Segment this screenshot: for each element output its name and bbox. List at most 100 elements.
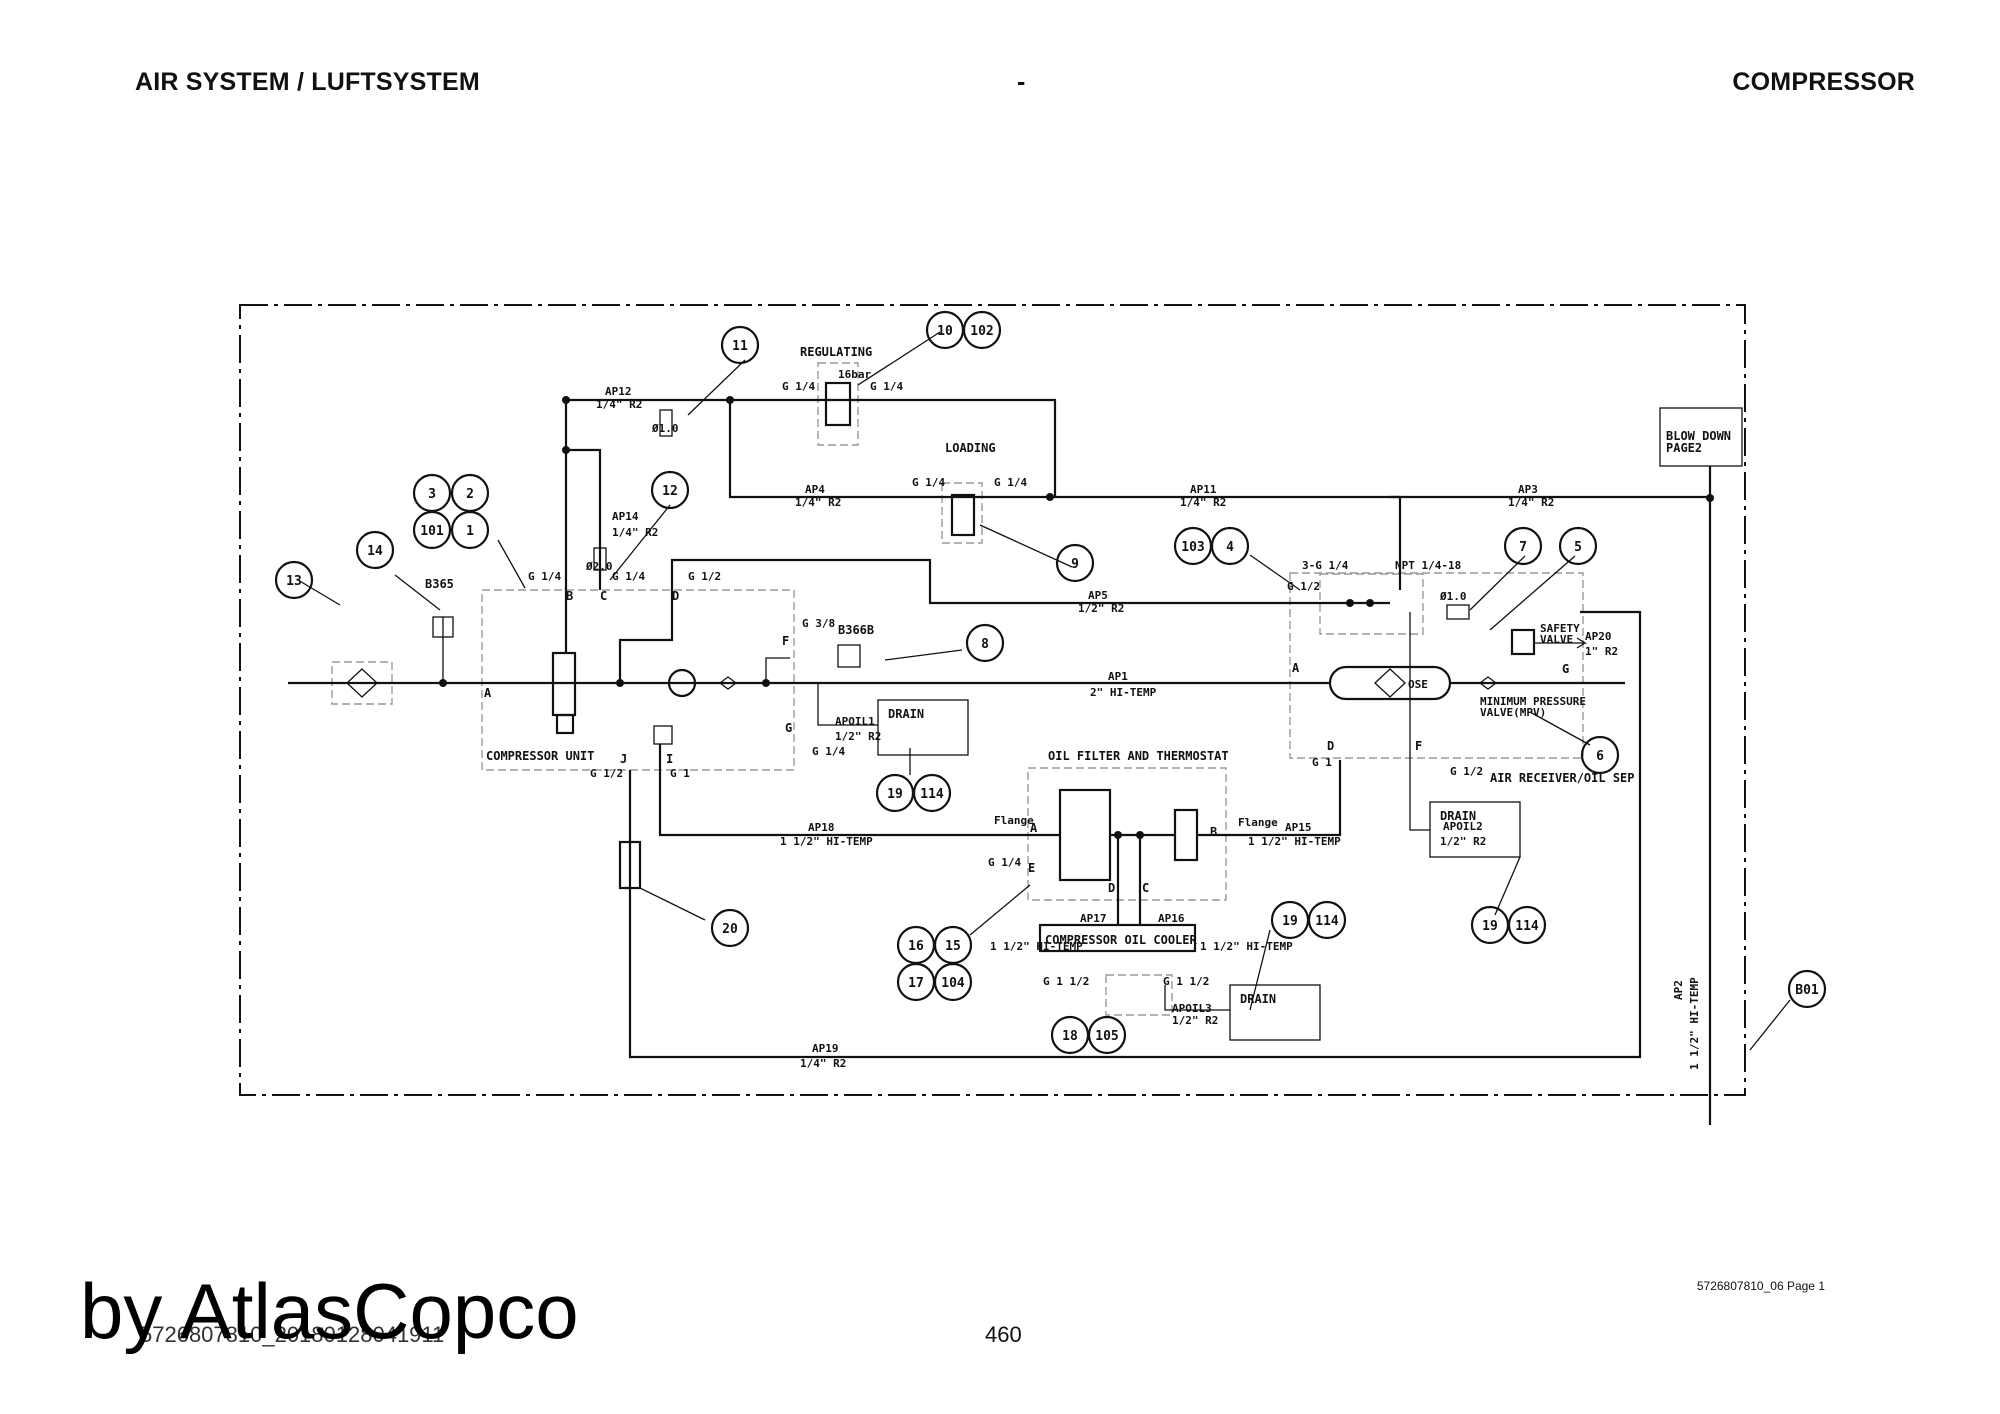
loading-valve-icon xyxy=(950,493,976,537)
ap15-oil-line xyxy=(1197,760,1342,837)
port-f-recv: F xyxy=(1415,739,1422,753)
port-a-filter: A xyxy=(1030,821,1038,835)
ap12-control-line xyxy=(564,398,1057,653)
junction-dot xyxy=(616,679,624,687)
ap19-scavenge-line xyxy=(628,610,1642,1059)
b366b-sensor-icon xyxy=(837,644,861,668)
ap15-spec: 1 1/2" HI-TEMP xyxy=(1248,835,1341,848)
callout-105-label: 105 xyxy=(1095,1029,1118,1044)
callout-114-c-label: 114 xyxy=(1515,919,1539,934)
callout-13: 13 xyxy=(274,560,314,600)
d10-label: Ø1.0 xyxy=(1439,590,1467,603)
ap1-tag: AP1 xyxy=(1108,670,1128,683)
ap20-tag: AP20 xyxy=(1585,630,1612,643)
callout-15-label: 15 xyxy=(945,939,961,954)
callout-b01: B01 xyxy=(1787,969,1827,1009)
port-npt: NPT 1/4-18 xyxy=(1395,559,1461,572)
safety-valve-label-2: VALVE xyxy=(1540,633,1573,646)
loading-label: LOADING xyxy=(945,441,996,455)
port-g12-j: G 1/2 xyxy=(590,767,623,780)
callout-9-label: 9 xyxy=(1071,557,1079,572)
ap20-arrow xyxy=(1535,637,1588,649)
port-a: A xyxy=(484,686,492,700)
callout-9: 9 xyxy=(1055,543,1095,583)
port-g1-recv: G 1 xyxy=(1312,756,1332,769)
orifice-7-icon xyxy=(1446,604,1470,620)
junction-dot xyxy=(726,396,734,404)
scavenge-check-icon xyxy=(618,840,642,890)
callout-2-label: 2 xyxy=(466,487,474,502)
callout-12: 12 xyxy=(650,470,690,510)
ap3-spec: 1/4" R2 xyxy=(1508,496,1554,509)
drain-box-3 xyxy=(1229,984,1321,1041)
callout-1: 1 xyxy=(450,510,490,550)
b366b-tap xyxy=(765,657,790,683)
junction-dot xyxy=(1366,599,1374,607)
callout-103-label: 102 xyxy=(970,324,993,339)
callout-5-label: 5 xyxy=(1574,540,1582,555)
callout-16: 16 xyxy=(896,925,936,965)
port-j: J xyxy=(620,752,627,766)
port-g14-reg-in: G 1/4 xyxy=(782,380,815,393)
compressor-unit-label: COMPRESSOR UNIT xyxy=(486,749,594,763)
port-g112-out: G 1 1/2 xyxy=(1163,975,1209,988)
blow-down-page: PAGE2 xyxy=(1666,441,1702,455)
system-boundary-frame xyxy=(239,304,1746,1096)
regulating-valve-box xyxy=(817,362,859,446)
ap19-spec: 1/4" R2 xyxy=(800,1057,846,1070)
oil-cooler-icon xyxy=(1038,923,1197,953)
junction-dot xyxy=(762,679,770,687)
callout-105: 105 xyxy=(1087,1015,1127,1055)
b366b-label: B366B xyxy=(838,623,874,637)
ap5-spec: 1/2" R2 xyxy=(1078,602,1124,615)
callout-3-label: 3 xyxy=(428,487,436,502)
drain-label-2: DRAIN xyxy=(1440,809,1476,823)
ap4-tag: AP4 xyxy=(805,483,825,496)
port-i: I xyxy=(666,752,673,766)
ap14-spec: 1/4" R2 xyxy=(612,526,658,539)
ap12-spec: 1/4" R2 xyxy=(596,398,642,411)
ap18-oil-line xyxy=(658,744,1042,837)
ap12-tag: AP12 xyxy=(605,385,632,398)
ap4-spec: 1/4" R2 xyxy=(795,496,841,509)
port-3g14: 3-G 1/4 xyxy=(1302,559,1349,572)
callout-19-c: 19 xyxy=(1470,905,1510,945)
ap14-tag: AP14 xyxy=(612,510,639,523)
oil-cooler-box xyxy=(1105,974,1173,1016)
regulating-valve-icon xyxy=(824,381,852,427)
callout-10: 10 xyxy=(925,310,965,350)
callout-14-label: 14 xyxy=(367,544,383,559)
callout-114-a-label: 114 xyxy=(920,787,944,802)
doc-code: 5726807810_20180128041911 xyxy=(140,1322,445,1347)
header-right-title: COMPRESSOR xyxy=(1732,68,1915,96)
restrictor-12-icon xyxy=(593,547,607,571)
ap16-tag: AP16 xyxy=(1158,912,1185,925)
callout-1-label: 1 xyxy=(466,524,474,539)
junction-dot xyxy=(1046,493,1054,501)
callout-114-b-label: 114 xyxy=(1315,914,1339,929)
apoil3-tag: APOIL3 xyxy=(1172,1002,1212,1015)
d20-label: Ø2.0 xyxy=(585,560,613,573)
callout-4: 4 xyxy=(1210,526,1250,566)
inlet-filter-icon xyxy=(346,668,378,698)
header-left-title: AIR SYSTEM / LUFTSYSTEM xyxy=(135,68,480,96)
port-g12-recv: G 1/2 xyxy=(1287,580,1320,593)
apoil2-spec: 1/2" R2 xyxy=(1440,835,1486,848)
port-g14-c: G 1/4 xyxy=(612,570,645,583)
junction-dot xyxy=(562,396,570,404)
compressor-element-icon xyxy=(667,668,697,698)
port-g12-f: G 1/2 xyxy=(1450,765,1483,778)
callout-101-label: 101 xyxy=(420,524,444,539)
apoil3-spec: 1/2" R2 xyxy=(1172,1014,1218,1027)
ap15-tag: AP15 xyxy=(1285,821,1312,834)
port-f: F xyxy=(782,634,789,648)
port-g14-reg-out: G 1/4 xyxy=(870,380,903,393)
apoil1-line xyxy=(817,683,878,726)
oil-stop-valve-icon xyxy=(653,725,673,745)
flange-label-1: Flange xyxy=(994,814,1034,827)
port-g14-g: G 1/4 xyxy=(812,745,845,758)
callout-20-label: 20 xyxy=(722,922,738,937)
ap14-control-line xyxy=(566,448,602,590)
callout-18-label: 18 xyxy=(1062,1029,1078,1044)
